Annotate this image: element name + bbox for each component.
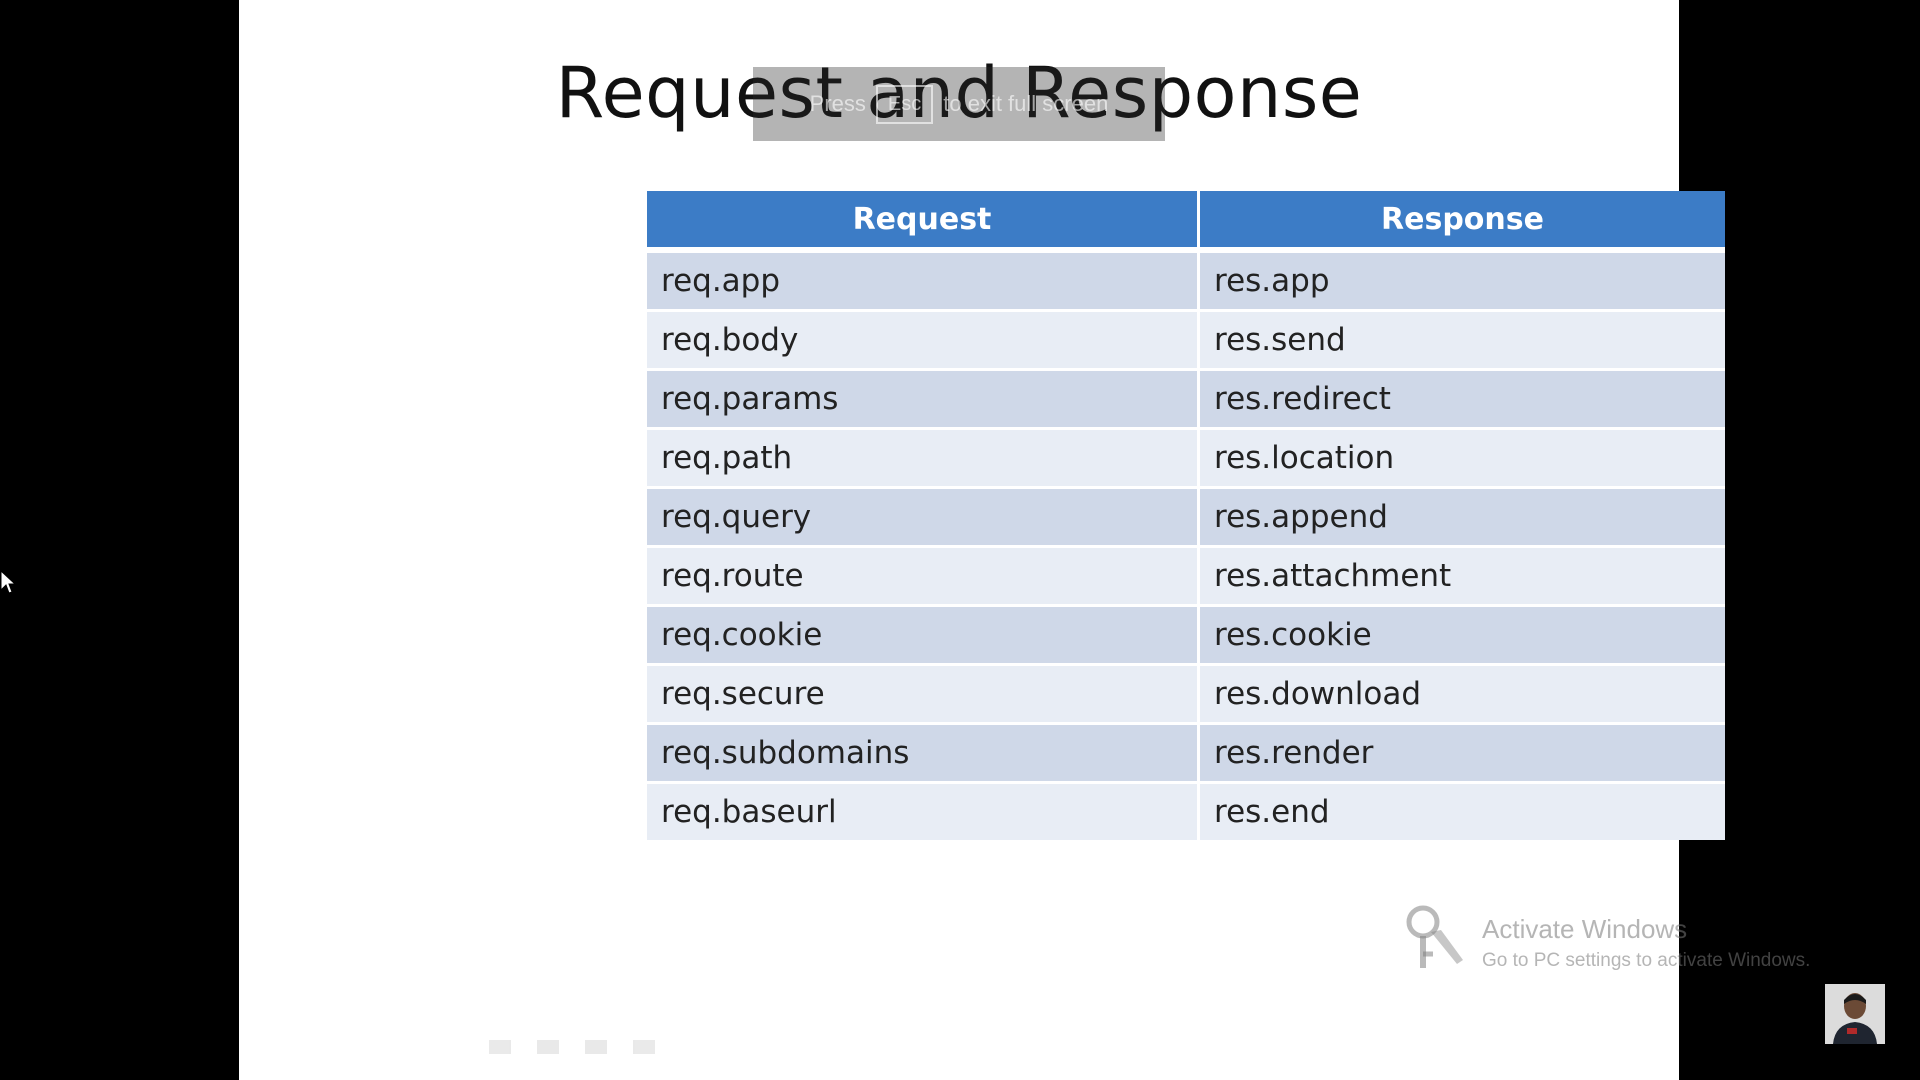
slide: Request and Response Request Response re… [239,0,1725,1080]
response-cell: res.location [1197,427,1725,486]
pen-icon[interactable] [537,1040,559,1054]
table-header-row: Request Response [647,191,1725,250]
hint-suffix: to exit full screen [943,91,1109,116]
watermark-title: Activate Windows [1482,914,1688,944]
request-cell: req.route [647,545,1197,604]
more-icon[interactable] [633,1040,655,1054]
slideshow-toolbar [489,1040,655,1054]
request-cell: req.params [647,368,1197,427]
response-cell: res.redirect [1197,368,1725,427]
key-icon [1406,905,1463,968]
response-cell: res.cookie [1197,604,1725,663]
presenter-avatar [1825,984,1885,1044]
avatar-image [1825,984,1885,1044]
request-cell: req.cookie [647,604,1197,663]
table-row: req.secure res.download [647,663,1725,722]
request-response-table: Request Response req.app res.app req.bod… [647,191,1725,840]
request-cell: req.path [647,427,1197,486]
response-cell: res.attachment [1197,545,1725,604]
header-response: Response [1197,191,1725,250]
request-cell: req.query [647,486,1197,545]
hint-prefix: Press [809,91,866,116]
slides-icon[interactable] [585,1040,607,1054]
request-cell: req.secure [647,663,1197,722]
table-row: req.baseurl res.end [647,781,1725,840]
mouse-pointer-icon [0,570,16,594]
table-row: req.app res.app [647,250,1725,309]
table-row: req.path res.location [647,427,1725,486]
header-request: Request [647,191,1197,250]
response-cell: res.app [1197,250,1725,309]
response-cell: res.end [1197,781,1725,840]
response-cell: res.download [1197,663,1725,722]
request-cell: req.app [647,250,1197,309]
table-row: req.query res.append [647,486,1725,545]
request-cell: req.baseurl [647,781,1197,840]
response-cell: res.render [1197,722,1725,781]
esc-key: Esc [875,84,934,124]
slide-title: Request and Response [555,52,1363,134]
response-cell: res.append [1197,486,1725,545]
table-row: req.route res.attachment [647,545,1725,604]
prev-slide-icon[interactable] [489,1040,511,1054]
fullscreen-exit-hint: Press Esc to exit full screen [753,67,1165,141]
watermark-subtitle: Go to PC settings to activate Windows. [1482,950,1811,971]
table-row: req.subdomains res.render [647,722,1725,781]
request-cell: req.body [647,309,1197,368]
request-cell: req.subdomains [647,722,1197,781]
table-row: req.params res.redirect [647,368,1725,427]
table-row: req.cookie res.cookie [647,604,1725,663]
table-row: req.body res.send [647,309,1725,368]
response-cell: res.send [1197,309,1725,368]
